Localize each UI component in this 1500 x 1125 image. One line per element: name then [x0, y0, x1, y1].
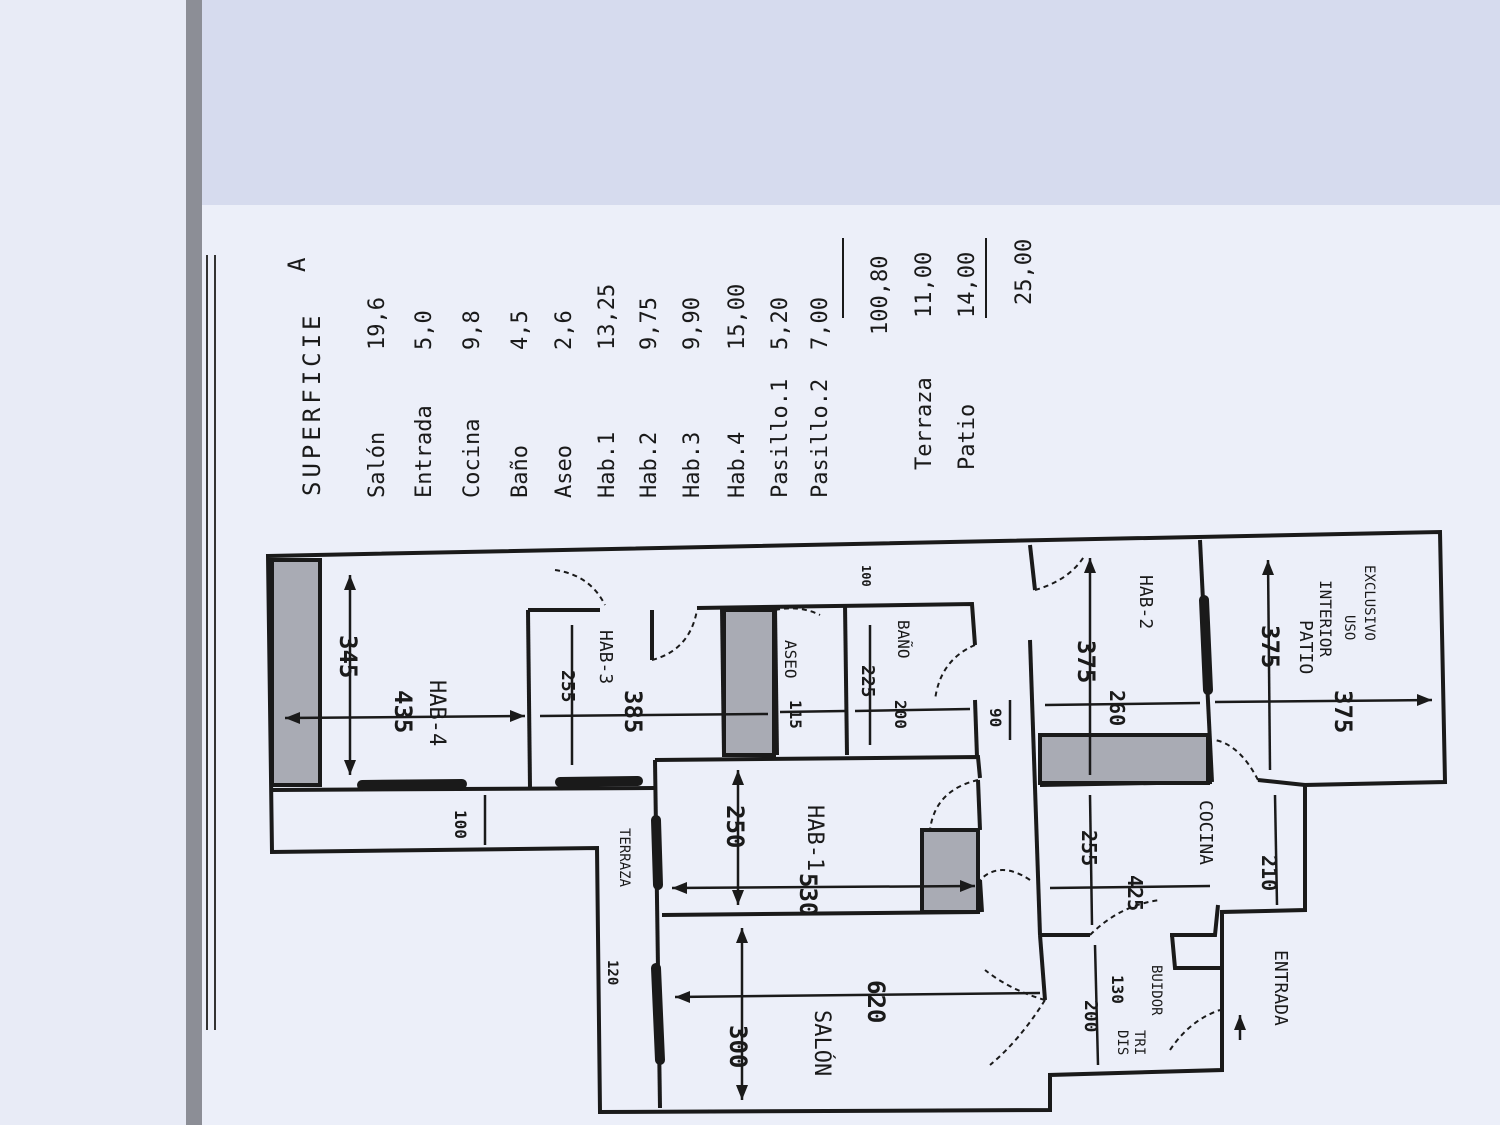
- wardrobe: [270, 558, 322, 787]
- dim-425: 425: [1123, 875, 1147, 911]
- wall: [526, 609, 532, 789]
- door-arc: [1089, 899, 1161, 936]
- dim-115: 115: [786, 700, 805, 729]
- wardrobe: [920, 828, 980, 914]
- background-sheet: [0, 0, 188, 1125]
- room-label-distribuidor-3: BUIDOR: [1148, 965, 1164, 1016]
- room-label-hab1: HAB-1: [802, 805, 827, 871]
- dim-90: 90: [986, 708, 1005, 727]
- room-label-hab4: HAB-4: [424, 680, 449, 746]
- outer-wall: [265, 529, 1448, 1115]
- wall: [1038, 934, 1047, 1001]
- door-arc: [1214, 739, 1259, 781]
- room-label-hab3: HAB-3: [595, 630, 616, 684]
- arrowheads: [285, 558, 1432, 1100]
- dim-260: 260: [1105, 690, 1129, 726]
- dim-130: 130: [1108, 975, 1127, 1004]
- wall: [1170, 934, 1222, 970]
- dim-435: 435: [389, 690, 417, 733]
- door-arc: [1034, 554, 1086, 591]
- dim-255-b: 255: [1077, 830, 1101, 866]
- margin-rule-2: [214, 255, 216, 1030]
- door-arc: [651, 609, 698, 661]
- dim-255-a: 255: [557, 670, 578, 703]
- wall: [1257, 778, 1306, 787]
- window: [1199, 595, 1213, 695]
- wall: [1170, 904, 1220, 937]
- dim-530: 530: [794, 873, 822, 916]
- door-arc: [929, 779, 979, 831]
- dim-100: 100: [451, 810, 470, 839]
- wardrobe: [1038, 733, 1210, 785]
- door-arc: [979, 869, 1031, 881]
- dim-620: 620: [862, 980, 890, 1023]
- room-label-distribuidor-2: TRI: [1131, 1030, 1147, 1055]
- room-label-aseo: ASEO: [781, 640, 800, 679]
- dim-375-a: 375: [1072, 640, 1100, 683]
- dim-200-a: 200: [891, 700, 910, 729]
- dim-210: 210: [1257, 855, 1281, 891]
- room-label-distribuidor-1: DIS: [1114, 1030, 1130, 1055]
- door-arc: [554, 569, 606, 606]
- window: [651, 815, 663, 890]
- window: [357, 779, 467, 790]
- dim-250: 250: [721, 805, 749, 848]
- room-label-cocina: COCINA: [1195, 800, 1216, 865]
- dim-225: 225: [857, 665, 878, 698]
- dim-345: 345: [334, 635, 362, 678]
- room-label-patio-4: EXCLUSIVO: [1361, 565, 1377, 641]
- window: [555, 776, 643, 787]
- room-label-patio: PATIO: [1295, 620, 1316, 674]
- dim-385: 385: [619, 690, 647, 733]
- sheet-edge: [186, 0, 202, 1125]
- room-label-patio-3: USO: [1341, 615, 1357, 640]
- background-sheet-top: [200, 0, 1500, 238]
- window: [651, 963, 665, 1065]
- room-label-salon: SALÓN: [809, 1010, 835, 1076]
- dim-120: 120: [604, 960, 620, 985]
- room-label-entrada: ENTRADA: [1270, 950, 1291, 1026]
- dim-200-b: 200: [1080, 1000, 1101, 1033]
- wall: [978, 879, 984, 913]
- door-arc: [989, 999, 1046, 1066]
- room-label-patio-2: INTERIOR: [1316, 580, 1335, 657]
- room-label-bano: BAÑO: [894, 620, 913, 659]
- room-label-hab2: HAB-2: [1135, 575, 1156, 629]
- dim-375-c: 375: [1329, 690, 1357, 733]
- wall: [976, 779, 982, 831]
- door-arc: [984, 969, 1046, 1001]
- door-arc: [1169, 1009, 1221, 1051]
- wall: [271, 786, 656, 792]
- dim-100-small: 100: [859, 565, 873, 587]
- wall: [843, 603, 849, 756]
- door-arc: [774, 607, 821, 616]
- dim-375-b: 375: [1256, 625, 1284, 668]
- wall: [1028, 544, 1037, 591]
- dimension-lines: [284, 558, 1433, 1100]
- room-label-terraza: TERRAZA: [616, 828, 632, 888]
- wall: [696, 601, 977, 646]
- margin-rule: [206, 255, 208, 1030]
- wall: [654, 754, 982, 779]
- wall: [973, 699, 979, 758]
- wardrobe: [722, 608, 776, 757]
- wall: [1028, 639, 1042, 936]
- dim-300: 300: [724, 1025, 752, 1068]
- door-arc: [934, 644, 976, 701]
